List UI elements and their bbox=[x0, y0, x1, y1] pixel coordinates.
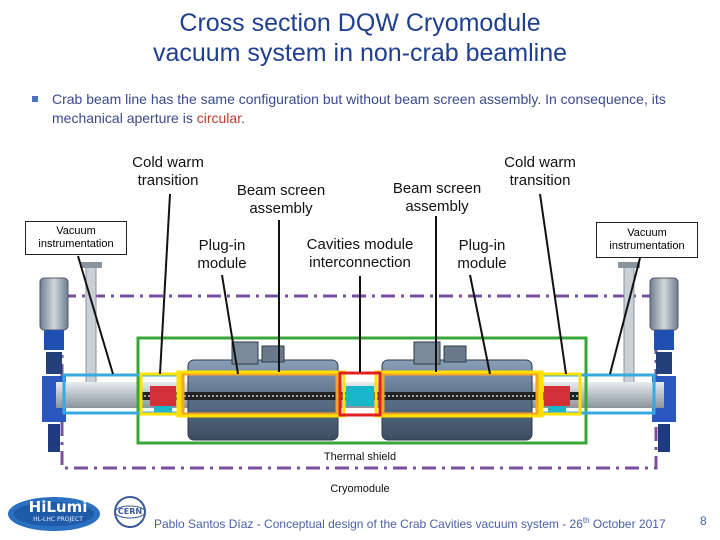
thermal-shield-outline bbox=[136, 336, 588, 445]
label-cold-warm-left-l1: Cold warm bbox=[132, 154, 204, 171]
cern-logo-text: CERN bbox=[117, 507, 143, 516]
vacuum-instrumentation-right-hardware bbox=[618, 262, 679, 452]
hilumi-logo-text: HiLumi bbox=[28, 498, 88, 516]
label-cold-warm-transition-left: Cold warm transition bbox=[120, 154, 216, 190]
hilumi-logo-subtext: HL-LHC PROJECT bbox=[33, 516, 83, 523]
label-cold-warm-right-l1: Cold warm bbox=[504, 154, 576, 171]
label-beam-screen-right-l1: Beam screen bbox=[392, 180, 482, 197]
cavity-tank-right bbox=[381, 341, 533, 441]
label-plugin-right-l2: module bbox=[457, 255, 507, 272]
label-cold-warm-right-l2: transition bbox=[509, 172, 571, 189]
cold-warm-transition-box-right bbox=[538, 372, 582, 416]
bullet-text-end: . bbox=[241, 110, 245, 126]
label-cold-warm-transition-right: Cold warm transition bbox=[492, 154, 588, 190]
label-plugin-left-l2: module bbox=[197, 255, 247, 272]
title-line-2: vacuum system in non-crab beamline bbox=[152, 39, 568, 67]
label-cavities-module-interconnection: Cavities module interconnection bbox=[290, 236, 430, 272]
label-beam-screen-assembly-left: Beam screen assembly bbox=[226, 182, 336, 218]
label-plugin-module-left: Plug-in module bbox=[176, 237, 268, 273]
label-thermal-shield: Thermal shield bbox=[323, 451, 397, 463]
bullet-text: Crab beam line has the same configuratio… bbox=[52, 90, 682, 128]
label-cryomodule: Cryomodule bbox=[330, 483, 390, 495]
label-plugin-left-l1: Plug-in bbox=[198, 237, 246, 254]
plugin-module-box-right bbox=[381, 372, 539, 416]
cern-logo bbox=[114, 496, 146, 528]
label-cold-warm-left-l2: transition bbox=[137, 172, 199, 189]
title-line-1: Cross section DQW Cryomodule bbox=[179, 9, 541, 37]
beam-screen-box-left bbox=[176, 370, 346, 418]
bullet-highlight: circular bbox=[196, 110, 242, 126]
label-beam-screen-left-l1: Beam screen bbox=[236, 182, 326, 199]
hilumi-logo bbox=[8, 497, 100, 531]
footer-text-main: Pablo Santos Díaz - Conceptual design of… bbox=[154, 517, 583, 531]
footer-superscript: th bbox=[582, 516, 590, 525]
slide-title: Cross section DQW Cryomodule vacuum syst… bbox=[0, 8, 720, 68]
footer-text: Pablo Santos Díaz - Conceptual design of… bbox=[154, 516, 674, 531]
pointer-lines bbox=[77, 193, 641, 375]
label-plugin-module-right: Plug-in module bbox=[436, 237, 528, 273]
label-vacuum-instrumentation-right: Vacuum instrumentation bbox=[596, 222, 698, 258]
footer-text-end: October 2017 bbox=[589, 517, 666, 531]
vacuum-instrumentation-left-hardware bbox=[39, 262, 102, 452]
label-vacuum-instrumentation-left: Vacuum instrumentation bbox=[25, 221, 127, 255]
bullet-text-main: Crab beam line has the same configuratio… bbox=[52, 91, 666, 126]
label-plugin-right-l1: Plug-in bbox=[458, 237, 506, 254]
label-cavities-l2: interconnection bbox=[309, 254, 411, 271]
cavity-tank-left bbox=[187, 341, 339, 441]
label-beam-screen-left-l2: assembly bbox=[249, 200, 313, 217]
label-beam-screen-assembly-right: Beam screen assembly bbox=[382, 180, 492, 216]
label-vacuum-left-text: Vacuum instrumentation bbox=[38, 225, 114, 250]
label-cavities-l1: Cavities module bbox=[306, 236, 414, 253]
cavities-interconnection-box bbox=[338, 371, 382, 417]
page-number: 8 bbox=[700, 514, 707, 528]
bullet-marker bbox=[32, 96, 38, 102]
plugin-module-box-left bbox=[181, 372, 339, 416]
label-vacuum-right-text: Vacuum instrumentation bbox=[609, 227, 685, 252]
label-beam-screen-right-l2: assembly bbox=[405, 198, 469, 215]
beam-screen-box-right bbox=[374, 370, 544, 418]
